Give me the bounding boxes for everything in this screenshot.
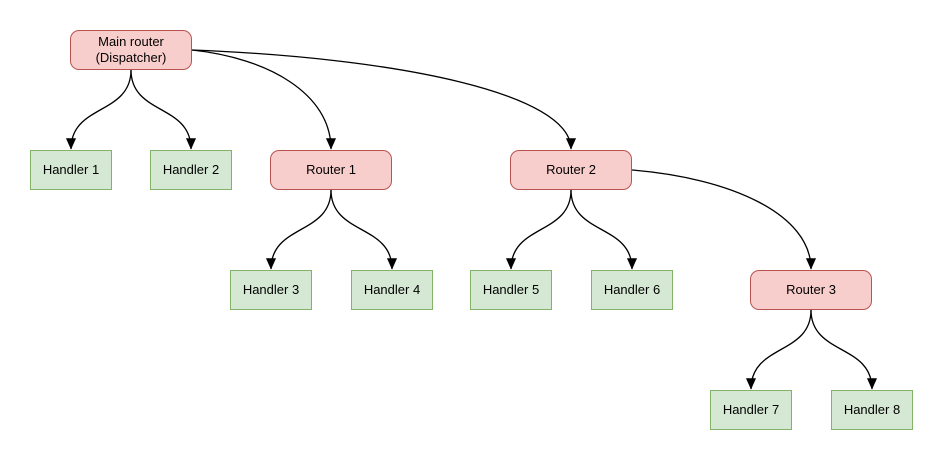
node-handler-7: Handler 7	[710, 390, 792, 430]
node-label: Handler 1	[42, 162, 100, 177]
node-label: Handler 6	[603, 282, 661, 297]
node-label: (Dispatcher)	[95, 50, 167, 65]
node-handler-3: Handler 3	[230, 270, 312, 310]
node-label: Router 2	[546, 162, 596, 177]
node-router-3: Router 3	[750, 270, 872, 310]
edge-router-1-to-handler-3	[265, 189, 332, 270]
edge-router-3-to-handler-8	[810, 309, 878, 390]
edge-router-2-to-router-3	[631, 169, 817, 270]
node-handler-1: Handler 1	[30, 150, 112, 190]
node-handler-8: Handler 8	[831, 390, 913, 430]
node-label: Handler 7	[722, 402, 780, 417]
edge-main-router-to-handler-1	[65, 69, 132, 150]
edge-router-1-to-handler-4	[330, 189, 398, 270]
edge-router-2-to-handler-6	[570, 189, 638, 270]
node-main-router: Main router(Dispatcher)	[70, 30, 192, 70]
node-handler-2: Handler 2	[150, 150, 232, 190]
node-handler-4: Handler 4	[351, 270, 433, 310]
edge-main-router-to-router-1	[191, 49, 337, 150]
node-label: Handler 3	[242, 282, 300, 297]
edge-main-router-to-router-2	[191, 49, 577, 150]
node-handler-6: Handler 6	[591, 270, 673, 310]
node-label: Main router	[98, 34, 164, 49]
node-router-1: Router 1	[270, 150, 392, 190]
node-handler-5: Handler 5	[470, 270, 552, 310]
node-label: Router 1	[306, 162, 356, 177]
node-router-2: Router 2	[510, 150, 632, 190]
node-label: Router 3	[786, 282, 836, 297]
edge-router-2-to-handler-5	[505, 189, 572, 270]
node-label: Handler 4	[363, 282, 421, 297]
edge-router-3-to-handler-7	[745, 309, 812, 390]
edge-main-router-to-handler-2	[130, 69, 197, 150]
node-label: Handler 5	[482, 282, 540, 297]
node-label: Handler 2	[162, 162, 220, 177]
node-label: Handler 8	[843, 402, 901, 417]
